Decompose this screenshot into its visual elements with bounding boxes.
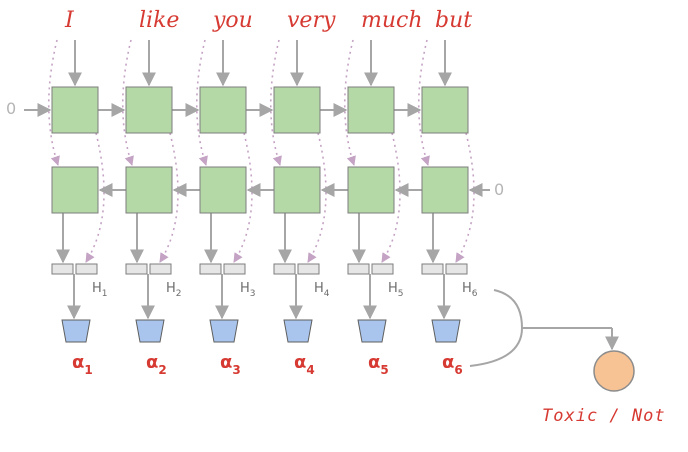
- backward-state-box: [445, 263, 468, 275]
- hidden-state-label-sub: 2: [176, 289, 182, 299]
- hidden-state-label-sub: 4: [324, 289, 330, 299]
- forward-state-box: [199, 263, 222, 275]
- attention-weight-base: α: [294, 352, 306, 373]
- backward-state-box: [223, 263, 246, 275]
- attention-weight-label: α4: [294, 352, 315, 377]
- hidden-state-label-base: H: [388, 281, 398, 296]
- attention-weight-sub: 6: [454, 363, 462, 377]
- attention-weight-sub: 2: [158, 363, 166, 377]
- backward-lstm-cell: [421, 166, 469, 214]
- attention-weight-label: α5: [368, 352, 389, 377]
- backward-lstm-cell: [51, 166, 99, 214]
- hidden-state-label-sub: 5: [398, 289, 404, 299]
- hidden-state-label: H4: [314, 281, 330, 299]
- attention-weight-label: α6: [442, 352, 463, 377]
- attention-weight-sub: 4: [306, 363, 314, 377]
- forward-lstm-cell: [51, 86, 99, 134]
- backward-state-box: [149, 263, 172, 275]
- input-word: like: [139, 8, 179, 33]
- forward-state-box: [273, 263, 296, 275]
- concat-states: [51, 263, 468, 275]
- connections: [24, 40, 490, 320]
- skip-state-arrow: [159, 132, 179, 263]
- attention-unit: [357, 319, 387, 343]
- initial-state-left: 0: [6, 99, 16, 118]
- aggregation-bracket: [469, 289, 619, 367]
- attention-weight-sub: 1: [84, 363, 92, 377]
- attention-weight-base: α: [220, 352, 232, 373]
- attention-unit: [431, 319, 461, 343]
- input-word: I: [64, 8, 75, 33]
- skip-state-arrow: [233, 132, 253, 263]
- hidden-state-label-base: H: [92, 281, 102, 296]
- skip-connections: [47, 39, 475, 263]
- hidden-state-label: H5: [388, 281, 404, 299]
- backward-lstm-cell: [273, 166, 321, 214]
- forward-lstm-cell: [421, 86, 469, 134]
- input-word: much: [361, 8, 423, 33]
- backward-state-box: [371, 263, 394, 275]
- forward-lstm-cell: [347, 86, 395, 134]
- hidden-state-label: H3: [240, 281, 256, 299]
- backward-lstm-layer: [51, 166, 469, 214]
- attention-weight-label: α3: [220, 352, 241, 377]
- attention-unit: [283, 319, 313, 343]
- hidden-state-label-sub: 3: [250, 289, 256, 299]
- attention-weight-base: α: [72, 352, 84, 373]
- attention-units: [61, 319, 461, 343]
- backward-lstm-cell: [125, 166, 173, 214]
- input-word: very: [287, 8, 336, 33]
- hidden-state-label-sub: 6: [472, 289, 478, 299]
- attention-weight-label: α2: [146, 352, 167, 377]
- forward-lstm-layer: [51, 86, 469, 134]
- forward-state-box: [347, 263, 370, 275]
- hidden-state-label-base: H: [462, 281, 472, 296]
- hidden-state-label: H6: [462, 281, 478, 299]
- attention-weight-sub: 3: [232, 363, 240, 377]
- hidden-state-label-base: H: [166, 281, 176, 296]
- hidden-state-label-base: H: [314, 281, 324, 296]
- skip-state-arrow: [85, 132, 105, 263]
- input-word: you: [212, 8, 253, 33]
- output-node: [593, 350, 635, 392]
- hidden-state-label-sub: 1: [102, 289, 108, 299]
- attention-weight-sub: 5: [380, 363, 388, 377]
- attention-unit: [61, 319, 91, 343]
- skip-state-arrow: [455, 132, 475, 263]
- backward-state-box: [297, 263, 320, 275]
- hidden-state-label-base: H: [240, 281, 250, 296]
- backward-lstm-cell: [199, 166, 247, 214]
- attention-weight-base: α: [146, 352, 158, 373]
- hidden-state-label: H1: [92, 281, 108, 299]
- attention-weight-base: α: [368, 352, 380, 373]
- forward-lstm-cell: [199, 86, 247, 134]
- forward-lstm-cell: [125, 86, 173, 134]
- attention-unit: [209, 319, 239, 343]
- backward-lstm-cell: [347, 166, 395, 214]
- backward-state-box: [75, 263, 98, 275]
- hidden-state-label: H2: [166, 281, 182, 299]
- output-label: Toxic / Not: [542, 406, 666, 426]
- attention-weight-base: α: [442, 352, 454, 373]
- forward-lstm-cell: [273, 86, 321, 134]
- forward-state-box: [125, 263, 148, 275]
- input-word: but: [435, 8, 472, 33]
- skip-state-arrow: [381, 132, 401, 263]
- initial-state-right: 0: [494, 180, 504, 199]
- forward-state-box: [421, 263, 444, 275]
- forward-state-box: [51, 263, 74, 275]
- attention-unit: [135, 319, 165, 343]
- skip-state-arrow: [307, 132, 327, 263]
- attention-weight-label: α1: [72, 352, 93, 377]
